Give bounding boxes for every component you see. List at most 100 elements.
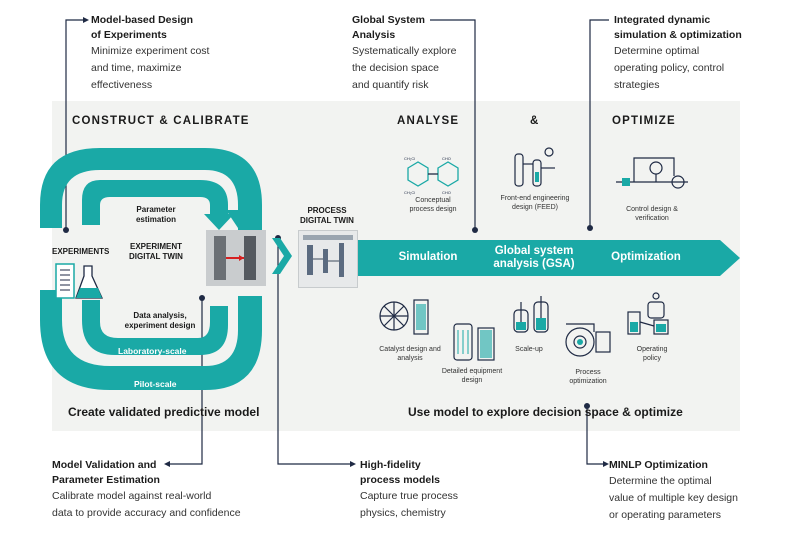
callout-gsa-text-3: and quantify risk bbox=[352, 79, 429, 91]
callout-doe-text-2: and time, maximize bbox=[91, 62, 182, 74]
equipment-line-1: Detailed equipment bbox=[441, 368, 503, 375]
callout-dyn-title-1: Integrated dynamic bbox=[614, 14, 711, 26]
callout-mvpe-text-2: data to provide accuracy and confidence bbox=[52, 507, 241, 519]
data-line-1: Data analysis, bbox=[133, 311, 187, 320]
equipment-label: Detailed equipment design bbox=[434, 367, 510, 385]
process-opt-label: Process optimization bbox=[556, 368, 620, 386]
callout-gsa-text-1: Systematically explore bbox=[352, 45, 457, 57]
callout-gsa-title-2: Analysis bbox=[352, 29, 396, 41]
control-line-1: Control design & bbox=[626, 206, 678, 213]
catalyst-line-2: analysis bbox=[397, 355, 423, 362]
callout-gsa-title-1: Global System bbox=[352, 14, 425, 26]
control-loop-icon bbox=[616, 157, 688, 189]
optimization-label: Optimization bbox=[611, 251, 681, 263]
gsa-line-2: analysis (GSA) bbox=[493, 258, 575, 270]
callout-hifi: High-fidelity process models Capture tru… bbox=[360, 458, 458, 522]
callout-dyn-text-2: operating policy, control bbox=[614, 62, 725, 74]
callout-gsa-text-2: the decision space bbox=[352, 62, 439, 74]
callout-doe-text-3: effectiveness bbox=[91, 79, 153, 91]
lab-scale-text: Laboratory-scale bbox=[118, 346, 187, 356]
experiment-twin-label: EXPERIMENT DIGITAL TWIN bbox=[120, 242, 192, 262]
callout-hifi-text-2: physics, chemistry bbox=[360, 507, 446, 519]
experiment-icons bbox=[55, 263, 104, 299]
callout-doe-title-2: of Experiments bbox=[91, 29, 167, 41]
conceptual-line-2: process design bbox=[409, 206, 457, 213]
callout-mvpe: Model Validation and Parameter Estimatio… bbox=[52, 458, 241, 522]
bottom-label-left: Create validated predictive model bbox=[68, 405, 260, 419]
callout-hifi-text-1: Capture true process bbox=[360, 490, 459, 502]
parameter-estimation-label: Parameter estimation bbox=[120, 205, 192, 225]
svg-text:CHO: CHO bbox=[442, 190, 451, 195]
heading-construct: CONSTRUCT & CALIBRATE bbox=[72, 115, 250, 127]
callout-minlp-text-1: Determine the optimal bbox=[609, 475, 712, 487]
process-twin-label: PROCESS DIGITAL TWIN bbox=[296, 206, 358, 226]
label-pilot-scale: Pilot-scale bbox=[134, 374, 177, 392]
param-est-line-2: estimation bbox=[135, 215, 176, 224]
callout-dyn-text-3: strategies bbox=[614, 79, 660, 91]
callout-minlp-title-1: MINLP Optimization bbox=[609, 459, 708, 471]
feed-line-2: design (FEED) bbox=[512, 204, 558, 211]
callout-doe-text-1: Minimize experiment cost bbox=[91, 45, 210, 57]
conceptual-line-1: Conceptual bbox=[415, 197, 451, 204]
control-line-2: verification bbox=[635, 215, 669, 222]
process-opt-line-1: Process bbox=[575, 369, 601, 376]
pilot-scale-text: Pilot-scale bbox=[134, 379, 177, 389]
equipment-line-2: design bbox=[461, 377, 483, 384]
callout-hifi-title-1: High-fidelity bbox=[360, 459, 421, 471]
heat-exchanger-icon bbox=[453, 323, 495, 361]
svg-text:CH₂Cl: CH₂Cl bbox=[404, 156, 415, 161]
label-lab-scale: Laboratory-scale bbox=[118, 341, 187, 359]
svg-text:CHO: CHO bbox=[442, 156, 451, 161]
flask-icon bbox=[75, 265, 104, 299]
policy-line-2: policy bbox=[643, 355, 661, 362]
callout-hifi-title-2: process models bbox=[360, 474, 440, 486]
feed-equipment-icon bbox=[514, 147, 555, 187]
process-twin-line-1: PROCESS bbox=[307, 206, 347, 215]
scaleup-label: Scale-up bbox=[515, 346, 543, 353]
conceptual-label: Conceptual process design bbox=[396, 196, 470, 214]
process-opt-line-2: optimization bbox=[569, 378, 607, 385]
policy-line-1: Operating bbox=[636, 346, 668, 353]
callout-mvpe-text-1: Calibrate model against real-world bbox=[52, 490, 212, 502]
clipboard-icon bbox=[55, 263, 75, 299]
callout-mvpe-title-2: Parameter Estimation bbox=[52, 474, 160, 486]
svg-text:CH₂Cl: CH₂Cl bbox=[404, 190, 415, 195]
chevron-arrow-icon bbox=[272, 238, 292, 274]
bottom-label-right: Use model to explore decision space & op… bbox=[408, 405, 683, 419]
simulation-label: Simulation bbox=[398, 251, 458, 263]
exp-twin-line-1: EXPERIMENT bbox=[129, 242, 182, 251]
callout-minlp-text-2: value of multiple key design bbox=[609, 492, 738, 504]
gsa-line-1: Global system bbox=[494, 245, 574, 257]
reactor-icon bbox=[214, 236, 256, 280]
catalyst-line-1: Catalyst design and bbox=[379, 346, 441, 353]
process-twin-image bbox=[298, 230, 358, 288]
heading-optimize: OPTIMIZE bbox=[612, 115, 676, 127]
exp-twin-line-2: DIGITAL TWIN bbox=[129, 252, 183, 261]
param-est-line-1: Parameter bbox=[136, 205, 176, 214]
callout-dynamic: Integrated dynamic simulation & optimiza… bbox=[614, 13, 742, 94]
scaleup-vessel-icon bbox=[513, 296, 549, 333]
callout-minlp: MINLP Optimization Determine the optimal… bbox=[609, 458, 738, 524]
heading-analyse: ANALYSE bbox=[397, 115, 460, 127]
callout-doe-title-1: Model-based Design bbox=[91, 14, 194, 26]
experiment-twin-image bbox=[206, 230, 266, 286]
heading-amp: & bbox=[530, 115, 540, 127]
process-optimization-icon bbox=[565, 323, 611, 357]
data-analysis-label: Data analysis, experiment design bbox=[110, 311, 210, 331]
data-line-2: experiment design bbox=[124, 321, 196, 330]
callout-mvpe-title-1: Model Validation and bbox=[52, 459, 157, 471]
flowsheet-icon bbox=[303, 235, 353, 277]
control-label: Control design & verification bbox=[612, 205, 692, 223]
callout-minlp-text-3: or operating parameters bbox=[609, 509, 722, 521]
feed-line-1: Front-end engineering bbox=[500, 195, 570, 202]
gsa-label: Global system analysis (GSA) bbox=[484, 245, 584, 271]
catalyst-label: Catalyst design and analysis bbox=[370, 345, 450, 363]
callout-dyn-title-2: simulation & optimization bbox=[614, 29, 742, 41]
feed-label: Front-end engineering design (FEED) bbox=[490, 194, 580, 212]
operating-policy-icon bbox=[627, 292, 669, 335]
callout-dyn-text-1: Determine optimal bbox=[614, 45, 700, 57]
callout-gsa: Global System Analysis Systematically ex… bbox=[352, 13, 456, 94]
